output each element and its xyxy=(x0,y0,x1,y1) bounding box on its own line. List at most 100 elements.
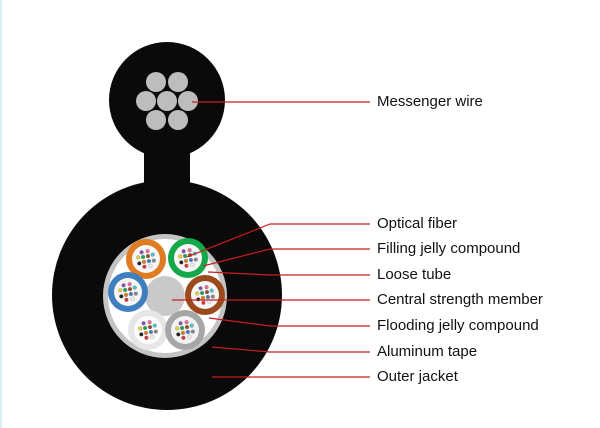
fiber-dot xyxy=(138,326,143,331)
fiber-dot xyxy=(151,258,156,263)
fiber-dot xyxy=(147,325,153,330)
fiber-dot xyxy=(123,287,128,293)
steel-strand xyxy=(157,91,177,111)
fiber-dot xyxy=(201,300,206,305)
loose-tube-brown xyxy=(185,275,225,315)
fiber-dot xyxy=(123,292,129,297)
label-filling-jelly-compound: Filling jelly compound xyxy=(377,240,521,257)
fiber-dot xyxy=(179,260,184,265)
leader-flooding-jelly xyxy=(208,317,370,327)
fiber-dot xyxy=(127,287,133,292)
fiber-dot xyxy=(124,297,129,302)
fiber-dot xyxy=(178,254,183,259)
fiber-dot xyxy=(139,332,144,337)
fiber-dot xyxy=(137,261,142,266)
fiber-dot xyxy=(200,290,205,296)
fiber-dot xyxy=(204,285,209,290)
label-optical-fiber: Optical fiber xyxy=(377,215,458,232)
fiber-dot xyxy=(150,334,155,339)
fiber-dot xyxy=(139,250,144,255)
fiber-dot xyxy=(121,283,126,288)
fiber-dot xyxy=(178,321,183,326)
fiber-dot xyxy=(153,329,158,334)
label-central-strength-member: Central strength member xyxy=(377,291,543,308)
steel-strand xyxy=(168,110,188,130)
fiber-dot xyxy=(189,323,194,328)
fiber-dot xyxy=(148,263,153,268)
fiber-dot xyxy=(204,290,210,295)
fiber-dot xyxy=(141,321,146,326)
fiber-dot xyxy=(180,330,186,335)
loose-tube-gray xyxy=(165,310,205,350)
leader-optical-fiber xyxy=(186,223,370,258)
fiber-dot xyxy=(175,326,180,331)
loose-tubes xyxy=(108,238,225,350)
loose-tube-white xyxy=(128,310,168,350)
leader-filling-jelly xyxy=(202,248,370,267)
leader-aluminum-tape xyxy=(211,346,370,353)
fiber-dot xyxy=(184,263,189,268)
fiber-dot xyxy=(205,294,210,300)
loose-tube-green xyxy=(168,238,208,278)
fiber-dot xyxy=(141,259,147,264)
steel-strand xyxy=(136,91,156,111)
fiber-dot xyxy=(183,253,188,259)
fiber-dot xyxy=(200,295,206,300)
fiber-dot xyxy=(130,296,135,301)
fiber-dot xyxy=(148,329,153,335)
fiber-dot xyxy=(132,285,137,290)
fiber-dot xyxy=(188,257,193,263)
loose-tube-orange xyxy=(126,239,166,279)
fiber-dot xyxy=(190,262,195,267)
fiber-dot xyxy=(185,329,190,335)
steel-strand xyxy=(146,72,166,92)
label-outer-jacket: Outer jacket xyxy=(377,368,458,385)
label-flooding-jelly-compound: Flooding jelly compound xyxy=(377,317,539,334)
fiber-dot xyxy=(145,254,151,259)
label-messenger-wire: Messenger wire xyxy=(377,93,483,110)
leader-lines xyxy=(172,101,370,378)
fiber-dot xyxy=(187,248,192,253)
label-loose-tube: Loose tube xyxy=(377,266,452,283)
central-strength-member xyxy=(145,276,185,316)
fiber-dot xyxy=(150,252,155,257)
fiber-dot xyxy=(181,335,186,340)
fiber-dot xyxy=(198,286,203,291)
fiber-dot xyxy=(152,323,157,328)
fiber-dot xyxy=(209,288,214,293)
fiber-dot xyxy=(176,332,181,337)
label-aluminum-tape: Aluminum tape xyxy=(377,343,478,360)
fiber-dot xyxy=(187,334,192,339)
fiber-dot xyxy=(180,325,185,331)
optical-fibers xyxy=(118,248,215,340)
fiber-dot xyxy=(147,320,152,325)
fiber-dot xyxy=(143,330,149,335)
fiber-dot xyxy=(127,282,132,287)
fiber-dot xyxy=(142,264,147,269)
steel-strand xyxy=(178,91,198,111)
fiber-dot xyxy=(133,291,138,296)
fiber-dot xyxy=(184,320,189,325)
messenger-wire-strands xyxy=(136,72,198,130)
fiber-dot xyxy=(128,291,133,297)
fiber-dot xyxy=(181,249,186,254)
leader-loose-tube xyxy=(207,271,370,276)
fiber-dot xyxy=(183,258,189,263)
steel-strand xyxy=(146,110,166,130)
fiber-dot xyxy=(118,288,123,293)
fiber-dot xyxy=(193,257,198,262)
loose-tube-blue xyxy=(108,272,148,312)
steel-strand xyxy=(168,72,188,92)
fiber-dot xyxy=(210,294,215,299)
fiber-dot xyxy=(146,258,151,264)
fiber-dot xyxy=(145,249,150,254)
fiber-dot xyxy=(190,329,195,334)
fiber-dot xyxy=(136,255,141,260)
fiber-dot xyxy=(143,325,148,331)
fiber-dot xyxy=(119,294,124,299)
fiber-dot xyxy=(141,254,146,260)
fiber-dot xyxy=(144,335,149,340)
fiber-dot xyxy=(195,291,200,296)
